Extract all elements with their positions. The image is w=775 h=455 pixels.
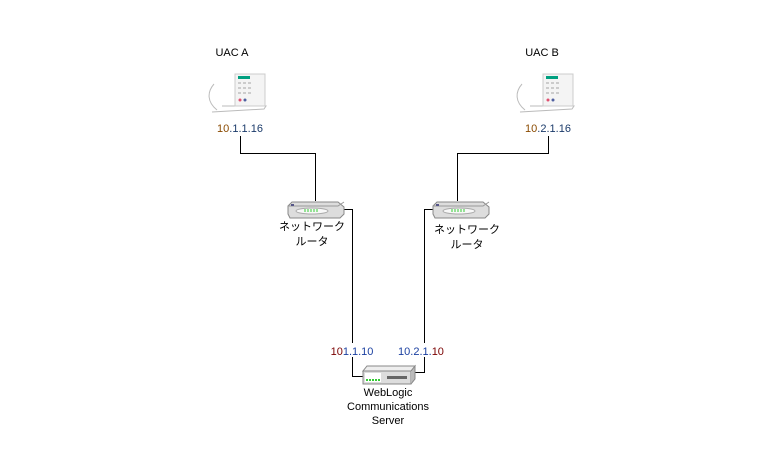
ip-phone-icon (516, 73, 575, 113)
server-label-line2: Communications (347, 401, 429, 413)
router-b-label-line1: ネットワーク (434, 223, 500, 236)
router-icon (287, 201, 345, 219)
server-ip-right: 10.2.1.10 (398, 346, 444, 358)
uac-a-ip: 10.1.1.16 (217, 123, 263, 135)
router-a-label-line2: ルータ (296, 235, 329, 248)
server-label-line3: Server (372, 415, 405, 427)
server-ip-left: 101.1.10 (331, 346, 374, 358)
server-label-line1: WebLogic (364, 387, 413, 399)
ip-phone-icon (208, 73, 267, 113)
server-icon (361, 364, 417, 385)
router-a-label-line1: ネットワーク (279, 220, 345, 233)
connection-lines (240, 136, 549, 377)
uac-b-label: UAC B (525, 47, 559, 59)
router-b-label-line2: ルータ (451, 238, 484, 251)
uac-a-label: UAC A (215, 47, 249, 59)
router-icon (432, 201, 490, 219)
uac-b-ip: 10.2.1.16 (525, 123, 571, 135)
